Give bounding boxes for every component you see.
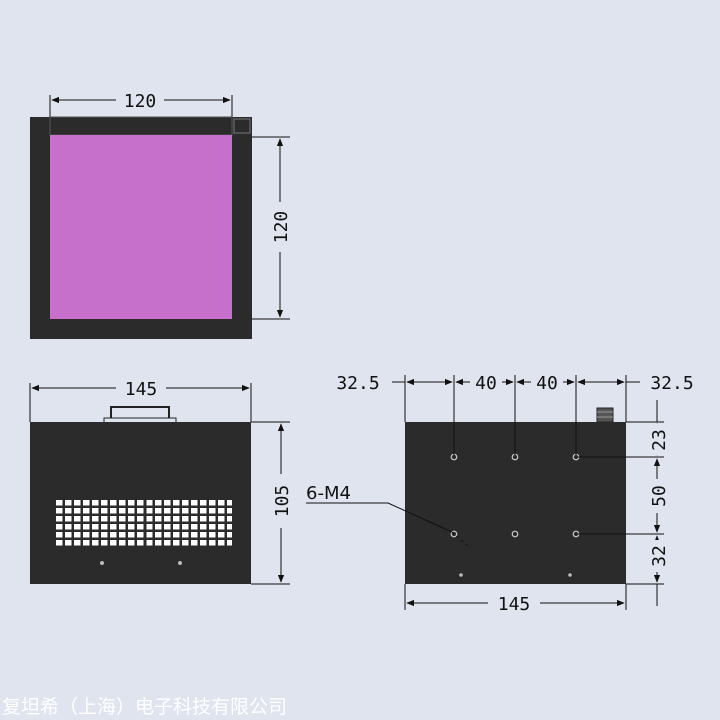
back-width-label: 145	[498, 594, 531, 615]
back-top-offset-label: 23	[649, 429, 670, 451]
back-spacing-2-label: 40	[536, 373, 558, 394]
back-bottom-offset-label: 32	[649, 545, 670, 567]
mounting-hole	[450, 530, 458, 538]
front-width-label: 120	[124, 91, 157, 112]
back-hole-spacing-label: 50	[649, 485, 670, 507]
company-watermark: 复坦希（上海）电子科技有限公司	[2, 696, 287, 718]
side-screw-right	[178, 561, 182, 565]
front-top-strip	[49, 116, 233, 136]
side-height-label: 105	[272, 485, 293, 518]
emitting-window	[50, 135, 232, 319]
side-view: 145 105	[29, 378, 293, 585]
front-corner-detail	[233, 118, 251, 134]
hole-callout-label: 6-M4	[306, 483, 351, 504]
front-height-label: 120	[271, 211, 292, 244]
mounting-hole	[511, 530, 519, 538]
back-left-margin-label: 32.5	[336, 373, 379, 394]
back-right-margin-label: 32.5	[650, 373, 693, 394]
back-screw-right	[568, 573, 572, 577]
back-spacing-1-label: 40	[475, 373, 497, 394]
back-view: 32.5 40 40 32.5 23 50 32 145 6-M4	[306, 372, 694, 615]
side-screw-left	[100, 561, 104, 565]
back-screw-left	[459, 573, 463, 577]
hole-callout-leader	[306, 502, 453, 533]
front-view: 120 120	[30, 90, 292, 339]
side-width-label: 145	[125, 379, 158, 400]
back-connector	[596, 407, 614, 423]
